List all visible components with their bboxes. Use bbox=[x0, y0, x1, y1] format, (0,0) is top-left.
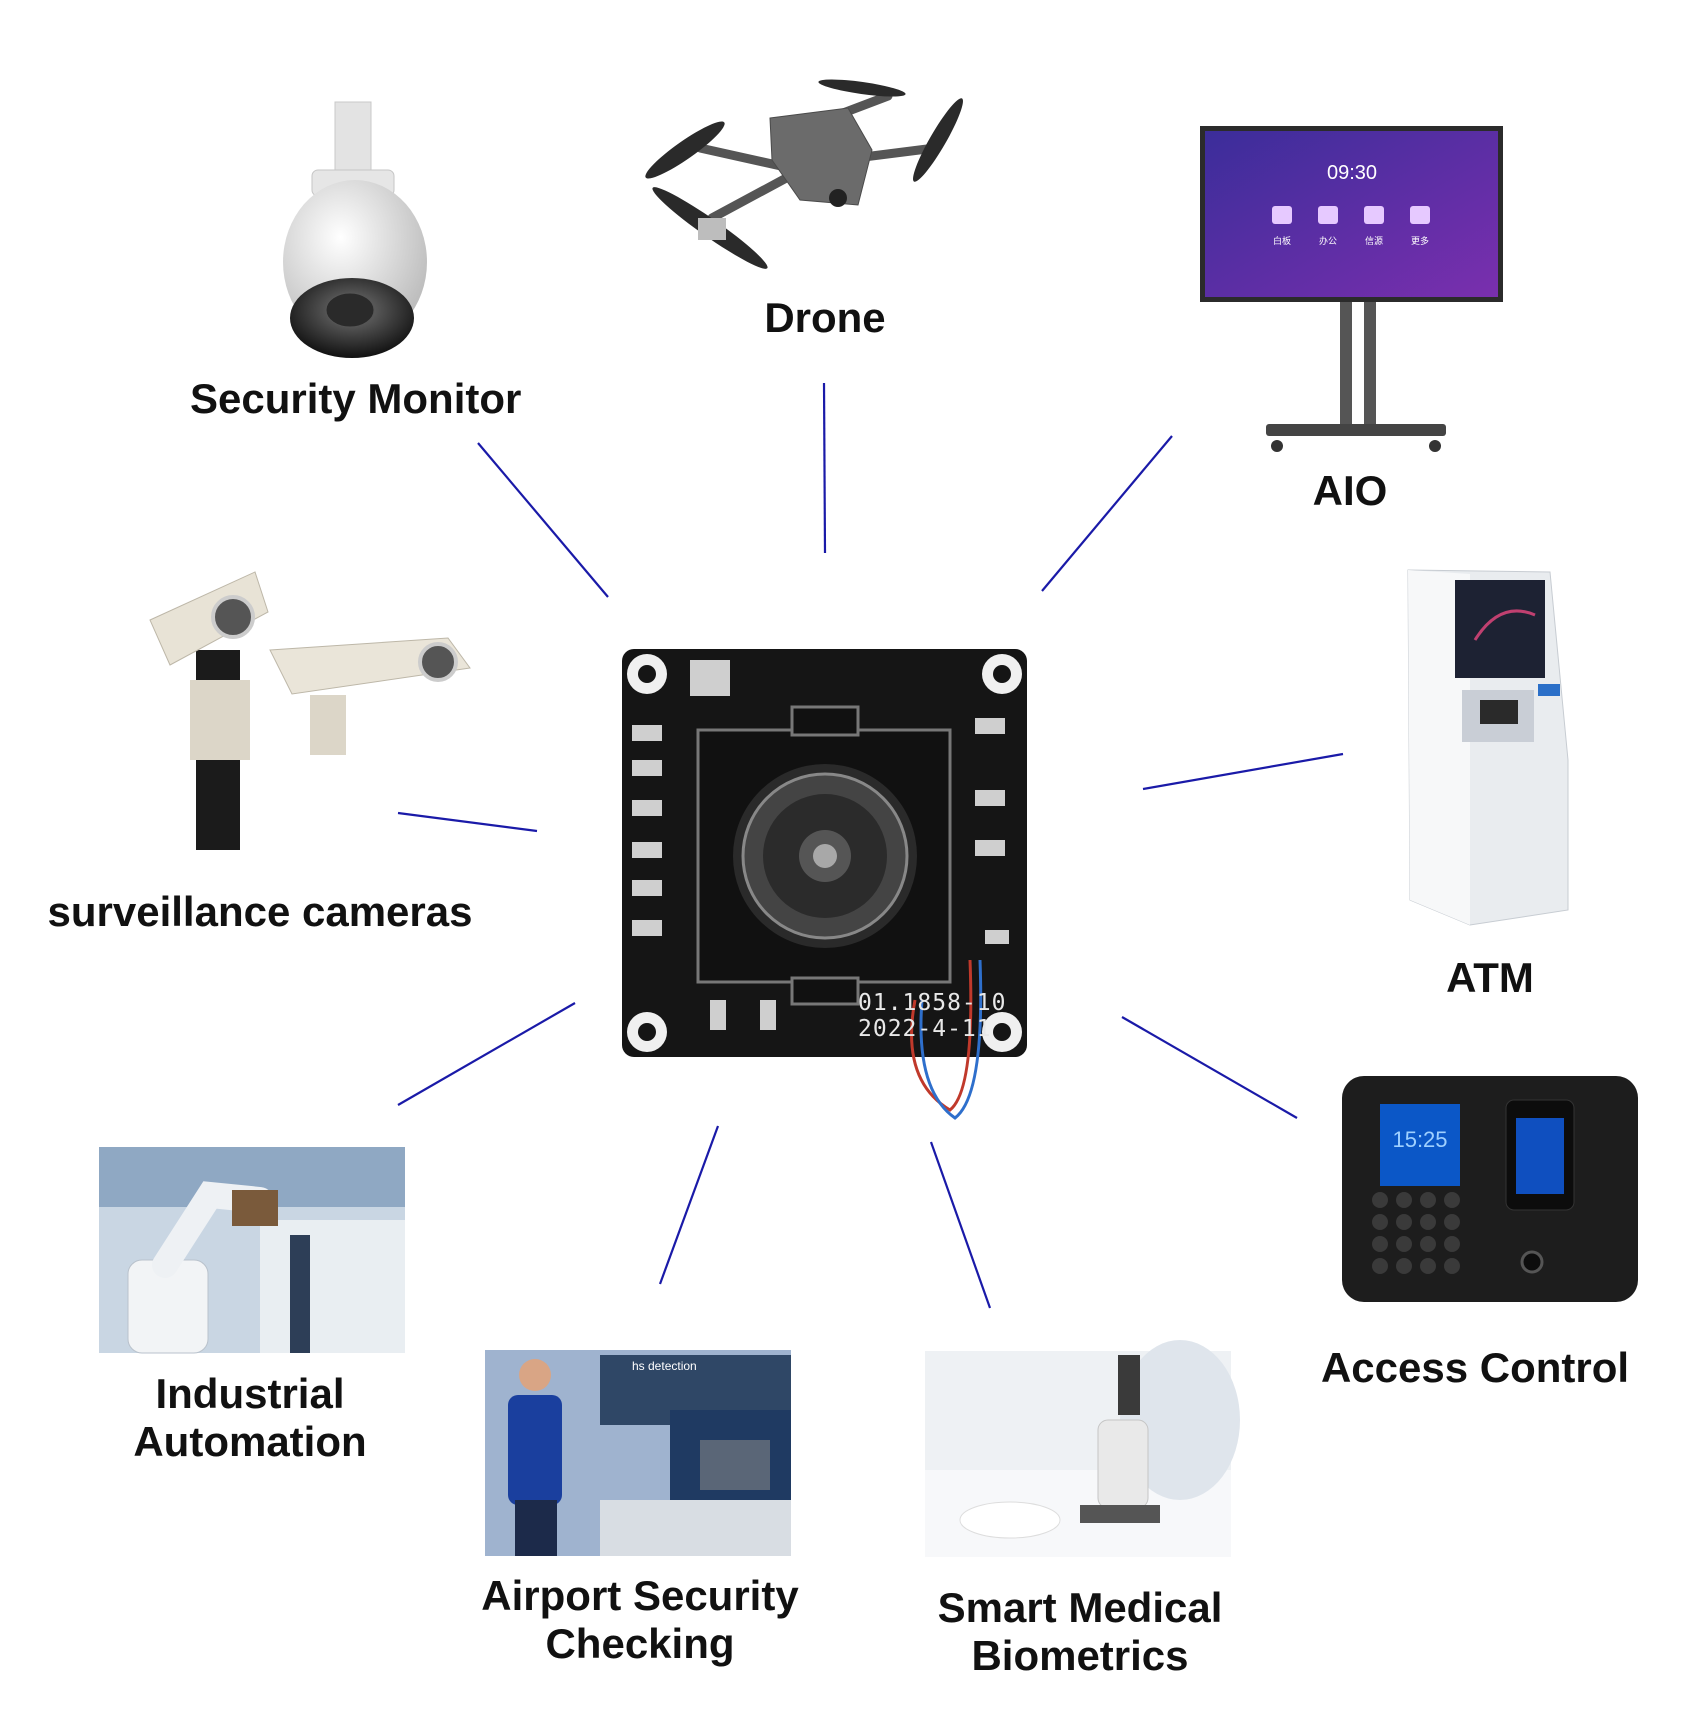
label-line: Security Monitor bbox=[190, 375, 522, 422]
connector-access-control bbox=[1121, 1016, 1298, 1119]
board-marking-line1: 01.1858-10 bbox=[858, 990, 1007, 1016]
aio-app-label: 办公 bbox=[1318, 236, 1337, 246]
label-line: ATM bbox=[1446, 954, 1534, 1001]
airport-sign-text: hs detection bbox=[632, 1359, 697, 1373]
connector-drone bbox=[822, 382, 827, 554]
label-atm: ATM bbox=[1420, 954, 1560, 1002]
label-line: Access Control bbox=[1320, 1344, 1630, 1391]
aio-app-label: 白板 bbox=[1272, 236, 1291, 246]
connector-aio bbox=[1041, 435, 1173, 592]
connector-airport-security bbox=[658, 1125, 720, 1285]
connector-smart-medical bbox=[929, 1141, 992, 1309]
label-line: Airport Security bbox=[481, 1572, 799, 1619]
board-marking-line2: 2022-4-11 bbox=[858, 1016, 992, 1042]
label-line: Drone bbox=[764, 294, 886, 341]
label-security-monitor: Security Monitor bbox=[190, 375, 522, 423]
label-airport-security: Airport Security Checking bbox=[470, 1572, 810, 1669]
label-drone: Drone bbox=[740, 294, 910, 342]
connector-security-monitor bbox=[477, 442, 609, 598]
label-line: Automation bbox=[133, 1418, 367, 1466]
label-line: AIO bbox=[1312, 467, 1388, 514]
label-line: Industrial bbox=[155, 1370, 345, 1417]
connector-atm bbox=[1142, 752, 1344, 791]
access-control-clock: 15:25 bbox=[1392, 1127, 1448, 1152]
label-surveillance-cameras: surveillance cameras bbox=[40, 888, 480, 936]
label-aio: AIO bbox=[1290, 467, 1410, 515]
aio-app-label: 更多 bbox=[1410, 236, 1429, 246]
label-line: Biometrics bbox=[971, 1632, 1189, 1680]
label-smart-medical: Smart Medical Biometrics bbox=[920, 1584, 1240, 1681]
label-line: Smart Medical bbox=[937, 1584, 1223, 1631]
connector-industrial bbox=[397, 1002, 576, 1106]
connector-surveillance bbox=[397, 811, 538, 833]
aio-screen-clock: 09:30 bbox=[1326, 162, 1378, 184]
label-industrial-automation: Industrial Automation bbox=[110, 1370, 390, 1467]
label-line: Checking bbox=[545, 1620, 735, 1668]
aio-app-label: 信源 bbox=[1364, 236, 1383, 246]
label-access-control: Access Control bbox=[1320, 1344, 1630, 1392]
label-line: surveillance cameras bbox=[47, 888, 473, 935]
